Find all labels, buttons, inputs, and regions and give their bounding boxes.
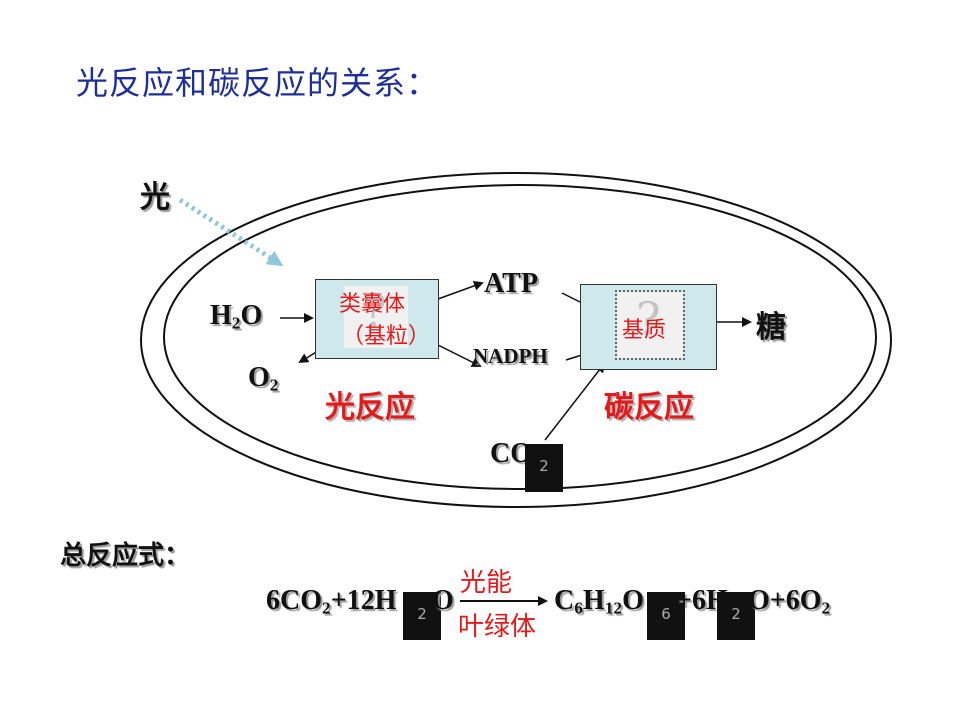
nadph-label: NADPH (473, 344, 548, 368)
stroma-question-mark: ? (636, 292, 661, 346)
h2o-label: H2O (210, 300, 263, 333)
grana-label: （基粒） (342, 324, 431, 349)
equation-left: 6CO2+12H (266, 585, 397, 618)
thylakoid-question-bg (344, 286, 408, 348)
equation-left-h2o-subscript-block: 2 (403, 592, 441, 640)
light-reaction-label: 光反应 (325, 390, 415, 425)
equation-right-c6-subscript-block: 6 (647, 592, 685, 640)
inner-membrane (163, 184, 877, 490)
arrow-bottom-label: 叶绿体 (458, 612, 537, 642)
equation-right-h2o-subscript-block: 2 (717, 592, 755, 640)
arrow-thylakoid-nadph (437, 344, 482, 367)
outer-membrane (140, 172, 892, 508)
atp-label: ATP (484, 268, 538, 299)
thylakoid-label: 类囊体 (339, 292, 406, 317)
equation-right: C6H12O (554, 585, 644, 618)
arrow-top-label: 光能 (460, 568, 513, 598)
carbon-reaction-label: 碳反应 (604, 390, 694, 425)
arrow-co2-stroma (544, 362, 606, 441)
equation-left-o: O (432, 585, 454, 616)
equation-right-oxygen: O+6O2 (748, 585, 831, 618)
o2-label: O2 (248, 362, 279, 395)
thylakoid-question-mark: ? (362, 284, 387, 338)
arrow-thylakoid-atp (437, 281, 484, 300)
stroma-question-bg (615, 290, 685, 360)
page-title: 光反应和碳反应的关系： (76, 64, 440, 102)
light-label: 光 (140, 180, 170, 215)
total-reaction-label: 总反应式： (60, 541, 191, 571)
sugar-label: 糖 (756, 310, 786, 345)
co2-subscript-block: 2 (525, 444, 563, 492)
stroma-label: 基质 (622, 318, 667, 343)
light-arrow (178, 197, 284, 267)
